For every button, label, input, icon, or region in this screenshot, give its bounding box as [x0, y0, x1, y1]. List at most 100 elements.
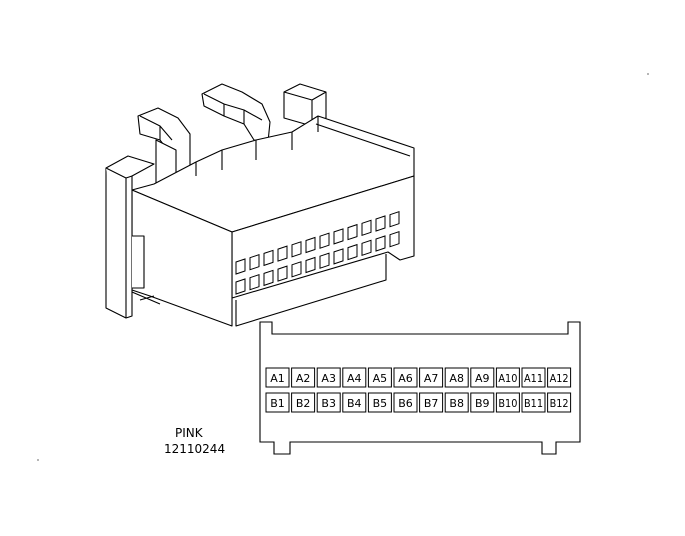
pin-label: B11 — [524, 397, 543, 410]
pin-cell: A11 — [521, 367, 546, 388]
pin-cell-box — [316, 367, 341, 388]
pin-label: B12 — [550, 397, 569, 410]
housing-cavity — [333, 248, 344, 265]
pin-cell-box — [521, 392, 546, 413]
pin-label: B1 — [270, 397, 285, 410]
pin-cell-box — [419, 392, 444, 413]
pin-cell: B5 — [367, 392, 392, 413]
pin-cell-box — [393, 367, 418, 388]
pin-label: B5 — [373, 397, 388, 410]
pin-label: A8 — [449, 372, 464, 385]
pin-cell: B1 — [265, 392, 290, 413]
connector-housing-drawing — [105, 83, 415, 327]
housing-cavity — [263, 269, 274, 287]
pin-cell-box — [342, 392, 367, 413]
connector-color-label: PINK — [175, 426, 204, 440]
pin-cell: B7 — [419, 392, 444, 413]
pin-label: A2 — [296, 372, 311, 385]
housing-cavity — [319, 232, 330, 249]
pin-cell: B8 — [444, 392, 469, 413]
housing-cavity — [277, 245, 288, 262]
pin-label: A11 — [524, 372, 543, 385]
pin-label: A7 — [424, 372, 439, 385]
pin-cell-box — [470, 392, 495, 413]
pin-cell-box — [547, 367, 572, 388]
housing-cavity — [235, 278, 246, 295]
pin-label: B10 — [498, 397, 517, 410]
stray-dot — [37, 459, 39, 461]
pin-cell: A6 — [393, 367, 418, 388]
housing-cavity — [291, 261, 302, 278]
pin-cell-box — [265, 367, 290, 388]
pin-label: B7 — [424, 397, 439, 410]
pin-cell: B10 — [495, 392, 520, 413]
pin-label: A4 — [347, 372, 362, 385]
pin-label: A5 — [373, 372, 388, 385]
pin-label: A6 — [398, 372, 413, 385]
pin-label: A10 — [498, 372, 517, 385]
pin-label: A3 — [321, 372, 336, 385]
housing-cavity — [235, 258, 246, 275]
pin-cell-box — [547, 392, 572, 413]
pin-label: B9 — [475, 397, 490, 410]
pin-label: A1 — [270, 372, 285, 385]
pin-cell: A7 — [419, 367, 444, 388]
connector-part-number: 12110244 — [164, 442, 225, 456]
pin-cell: B4 — [342, 392, 367, 413]
pin-cell: A3 — [316, 367, 341, 388]
housing-cavity — [305, 256, 316, 274]
housing-cavity — [347, 243, 358, 261]
pin-cell-box — [444, 367, 469, 388]
pin-cell-box — [291, 392, 316, 413]
housing-cavity — [347, 223, 358, 241]
pin-cell-box — [316, 392, 341, 413]
pin-cell: A12 — [547, 367, 572, 388]
pin-cell: B12 — [547, 392, 572, 413]
pin-cell-box — [495, 367, 520, 388]
housing-cavity-grid — [235, 211, 400, 295]
pin-label: B2 — [296, 397, 311, 410]
pin-cell-box — [393, 392, 418, 413]
pin-cell-box — [419, 367, 444, 388]
stray-dot — [647, 73, 649, 75]
housing-cavity — [263, 249, 274, 267]
housing-cavity — [333, 228, 344, 245]
pin-cell: A2 — [291, 367, 316, 388]
pin-cell-box — [367, 367, 392, 388]
pin-cell: A8 — [444, 367, 469, 388]
pin-cell: B2 — [291, 392, 316, 413]
pin-cell: B3 — [316, 392, 341, 413]
pin-cell-box — [291, 367, 316, 388]
pin-label: A12 — [550, 372, 569, 385]
pin-label: B8 — [449, 397, 464, 410]
housing-cavity — [249, 254, 260, 271]
housing-cavity — [291, 241, 302, 258]
pin-cell: A4 — [342, 367, 367, 388]
housing-cavity — [375, 215, 386, 232]
housing-cavity — [389, 231, 400, 248]
housing-cavity — [361, 219, 372, 236]
pin-label: A9 — [475, 372, 490, 385]
pin-label: B3 — [321, 397, 336, 410]
housing-cavity — [319, 252, 330, 269]
pin-cell: B6 — [393, 392, 418, 413]
housing-cavity — [389, 211, 400, 228]
pin-cell-box — [342, 367, 367, 388]
housing-cavity — [249, 274, 260, 291]
pin-cell-box — [495, 392, 520, 413]
housing-cavity — [277, 265, 288, 282]
pin-cell: A10 — [495, 367, 520, 388]
housing-cavity — [305, 236, 316, 254]
housing-cavity — [361, 239, 372, 256]
housing-cavity — [375, 235, 386, 252]
pin-cell: A9 — [470, 367, 495, 388]
pin-cell-box — [444, 392, 469, 413]
pin-cell: B11 — [521, 392, 546, 413]
pin-cell-box — [265, 392, 290, 413]
pin-label: B6 — [398, 397, 413, 410]
pin-cell-box — [521, 367, 546, 388]
pin-cell: A1 — [265, 367, 290, 388]
pin-cell: A5 — [367, 367, 392, 388]
